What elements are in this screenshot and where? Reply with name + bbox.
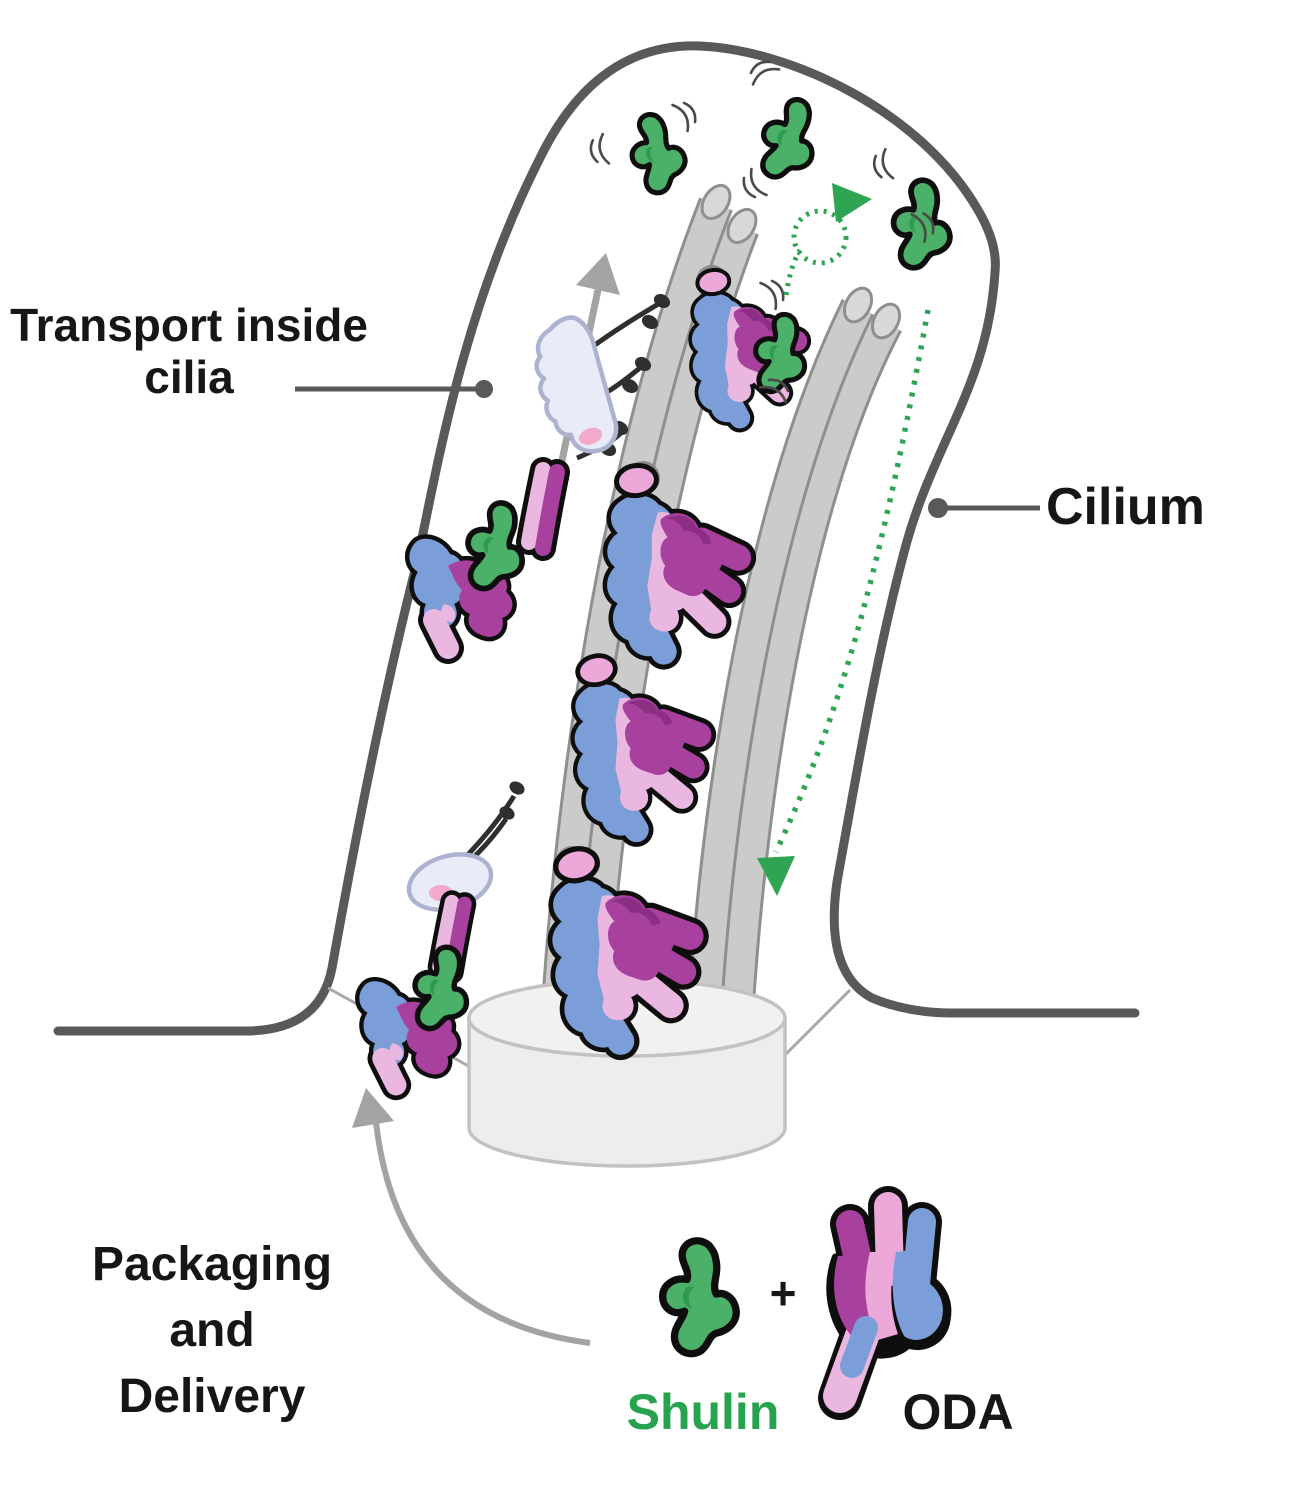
shulin-release-loop xyxy=(783,183,872,296)
transport-leader-line xyxy=(295,380,493,398)
packaging-label-line2: and xyxy=(169,1304,255,1358)
oda-shulin-complex xyxy=(359,942,477,1085)
legend-shulin-label: Shulin xyxy=(626,1384,780,1440)
transport-label-line1: Transport inside xyxy=(10,299,368,351)
cilium-leader-line xyxy=(928,498,1040,518)
cargo-tail xyxy=(529,470,557,548)
legend-oda-label: ODA xyxy=(902,1384,1014,1440)
transport-inside-cilia-label: Transport inside cilia xyxy=(0,299,378,403)
shulin-protein xyxy=(624,109,690,197)
packaging-arrow xyxy=(352,1088,591,1346)
packaging-label-line3: Delivery xyxy=(118,1370,306,1424)
cilium-membrane xyxy=(53,41,1140,1036)
basal-body xyxy=(467,978,787,1168)
microtubule-cap xyxy=(870,302,902,340)
legend-shulin-blob xyxy=(663,1241,737,1354)
microtubule-cap xyxy=(700,183,732,221)
cilium-label: Cilium xyxy=(1046,478,1205,536)
legend-oda-blob xyxy=(818,1186,952,1420)
ift-tethers xyxy=(576,293,671,461)
shulin-protein xyxy=(752,92,828,186)
ift-pink-spot xyxy=(578,427,603,445)
microtubule-doublet-right xyxy=(685,286,902,1043)
packaging-and-delivery-label: Packaging and Delivery xyxy=(18,1232,406,1431)
microtubule-cap xyxy=(726,207,758,245)
packaging-label-line1: Packaging xyxy=(91,1238,333,1291)
transition-line-right xyxy=(776,988,852,1064)
recycle-arrowhead xyxy=(757,856,795,896)
legend-plus-sign: + xyxy=(769,1267,797,1319)
shulin-recycle-path xyxy=(757,309,931,896)
microtubule-cap xyxy=(842,286,874,324)
transport-label-line2: cilia xyxy=(144,350,234,403)
oda-protein xyxy=(552,845,690,1048)
ift-train xyxy=(534,315,619,454)
